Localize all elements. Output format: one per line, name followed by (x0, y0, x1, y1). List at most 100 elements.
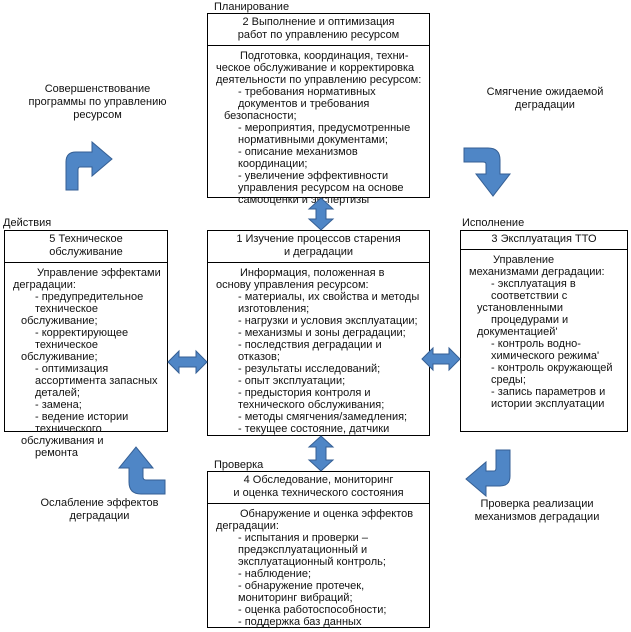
text-line: Проверка реализации (480, 498, 594, 510)
list-item-line: предэксплуатационный и (238, 544, 368, 556)
list-item: - методы смягчения/замедления; (216, 411, 423, 423)
arrow-shape (307, 197, 335, 231)
text-line: Смягчение ожидаемой (486, 86, 604, 98)
list-item-line: деталей; (35, 387, 80, 399)
list-item-line: - обнаружение протечек, (238, 580, 365, 592)
list-item-line: - нагрузки и условия эксплуатации; (238, 315, 418, 327)
arrow-shape (465, 449, 511, 498)
list-item-line: - замена; (35, 399, 82, 411)
list-item: - нагрузки и условия эксплуатации; (216, 315, 423, 327)
text-line: и деградации (283, 246, 354, 258)
list-item-line: техническое обслуживание; (21, 339, 99, 363)
list-item-line: самооценки и экспертизы (238, 194, 370, 206)
text-line: 4 Обследование, мониторинг (243, 474, 394, 486)
intro-line: Подготовка, координация, техни- (240, 50, 409, 62)
arrow-shape (167, 349, 208, 375)
intro-line: деградации: (216, 520, 279, 532)
list-item: - испытания и проверки –предэксплуатацио… (216, 532, 423, 568)
list-item-line: технического обслуживания; (238, 399, 385, 411)
list-item-line: ассортимента запасных (35, 375, 158, 387)
curved-arrow-top-right (463, 147, 512, 197)
double-arrow-top-center (307, 197, 335, 231)
intro-line: деградации: (13, 279, 76, 291)
list-item-line: среды; (491, 374, 526, 386)
intro-line: Информация, положенная в (240, 267, 385, 279)
list-item: - оценка работоспособности; (216, 604, 423, 616)
list-item-line: координации; (238, 158, 308, 170)
text-line: программы по управлению (28, 96, 167, 108)
list-item-line: истории эксплуатации (491, 398, 605, 410)
list-item: - механизмы и зоны деградации; (216, 327, 423, 339)
list-item-line: - опыт эксплуатации; (238, 375, 346, 387)
list-item-line: - механизмы и зоны деградации; (238, 327, 406, 339)
list-item-line: соответствии с установленными (477, 290, 568, 314)
list-item-line: - оценка работоспособности; (238, 604, 387, 616)
intro-line: Обнаружение и оценка эффектов (240, 508, 414, 520)
text-line: механизмов деградации (474, 511, 600, 523)
list-item-line: - предыстория контроля и (238, 387, 371, 399)
list-item-line: - поддержка баз данных (238, 616, 362, 628)
text-line: 3 Эксплуатация ТТО (491, 233, 597, 245)
intro-line: деятельности по управлению ресурсом: (216, 74, 422, 86)
arrow-shape (307, 435, 335, 472)
text-line: 5 Техническое (49, 233, 123, 245)
double-arrow-center-bottom (307, 435, 335, 472)
list-item-line: управления ресурсом на основе (238, 182, 404, 194)
label-planning: Планирование (214, 1, 290, 13)
list-item-line: - испытания и проверки – (238, 532, 368, 544)
box-right-header: 3 Эксплуатация ТТО (461, 231, 627, 250)
label-check: Проверка (214, 459, 264, 471)
intro-line: Управление эффектами (37, 267, 161, 279)
intro-line: механизмами деградации: (469, 266, 605, 278)
double-arrow-left-center (167, 349, 208, 375)
list-item-line: - предупредительное (35, 291, 144, 303)
list-item-line: - результаты исследований; (238, 363, 381, 375)
text-line: ресурсом (73, 109, 122, 121)
arrow-shape (65, 140, 113, 191)
intro-line: Управление (493, 254, 555, 266)
text-line: работ по управлению ресурсом (237, 29, 400, 41)
arrow-shape (421, 346, 461, 372)
list-item-line: - увеличение эффективности (238, 170, 389, 182)
list-item: - замена; (13, 399, 161, 411)
list-item-line: - описание механизмов (238, 146, 358, 158)
list-item-line: технического обслуживания и (21, 423, 104, 447)
text-line: 1 Изучение процессов старения (236, 233, 401, 245)
list-item: - поддержка баз данных (216, 616, 423, 628)
list-item-line: - методы смягчения/замедления; (238, 411, 408, 423)
text-line: и оценка технического состояния (233, 487, 404, 499)
list-item-line: - оптимизация (35, 363, 109, 375)
list-item-line: - материалы, их свойства и методы (238, 291, 420, 303)
list-item-line: - корректирующее (35, 327, 129, 339)
text-line: деградации (515, 99, 575, 111)
list-item-line: - контроль водно- (491, 338, 581, 350)
list-item-line: документов и требования безопасности; (224, 98, 370, 122)
list-item-line: - последствия деградации и (238, 339, 382, 351)
list-item-line: - ведение истории (35, 411, 129, 423)
text-line: обслуживание (49, 246, 123, 258)
list-item-line: эксплуатационный контроль; (238, 556, 386, 568)
list-item-line: - текущее состояние, датчики (238, 423, 390, 435)
list-item-line: изготовления; (238, 303, 310, 315)
list-item-line: - эксплуатация в (491, 278, 576, 290)
